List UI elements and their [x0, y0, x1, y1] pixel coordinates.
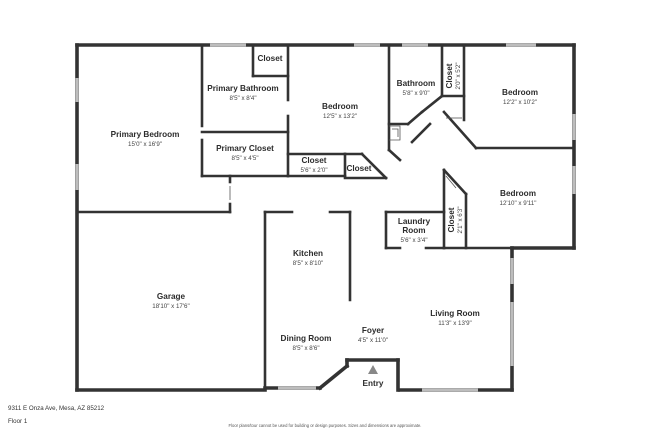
room-kitchen: Kitchen 8'5" x 8'10" [293, 249, 324, 267]
room-name: Bedroom [500, 189, 536, 198]
room-name: Closet [301, 156, 326, 165]
room-name-line1: Laundry [398, 217, 431, 226]
room-name: Foyer [362, 326, 385, 335]
room-closet-vertical-right: Closet 2'1" x 6'3" [447, 206, 464, 233]
room-laundry: Laundry Room 5'6" x 3'4" [398, 217, 431, 244]
entry-arrow-icon [368, 365, 378, 374]
room-name: Garage [157, 292, 186, 301]
entry-label: Entry [363, 379, 384, 388]
room-primary-bedroom: Primary Bedroom 15'0" x 16'9" [111, 130, 180, 148]
room-dims: 5'8" x 9'0" [402, 90, 429, 97]
room-dims: 8'5" x 8'10" [293, 260, 324, 267]
room-dims: 11'3" x 13'9" [438, 320, 471, 327]
room-dims: 8'5" x 4'5" [231, 155, 258, 162]
room-closet-vertical-top: Closet 2'0" x 5'2" [445, 62, 462, 89]
room-name: Primary Bedroom [111, 130, 180, 139]
room-dims: 18'10" x 17'6" [152, 303, 189, 310]
room-bedroom-right: Bedroom 12'10" x 9'11" [500, 189, 537, 207]
room-dims: 8'5" x 8'6" [292, 345, 319, 352]
room-name: Closet [445, 63, 454, 88]
room-name: Primary Bathroom [207, 84, 278, 93]
room-name: Living Room [430, 309, 480, 318]
room-name: Bedroom [322, 102, 358, 111]
floor-label: Floor 1 [8, 418, 28, 425]
room-bathroom: Bathroom 5'8" x 9'0" [397, 79, 436, 97]
room-garage: Garage 18'10" x 17'6" [152, 292, 189, 310]
room-dims: 5'6" x 3'4" [400, 237, 427, 244]
interior-walls [75, 43, 576, 392]
room-primary-closet: Primary Closet 8'5" x 4'5" [216, 144, 274, 162]
room-bedroom-top-right: Bedroom 12'2" x 10'2" [502, 88, 538, 106]
room-name: Closet [346, 164, 371, 173]
room-living-room: Living Room 11'3" x 13'9" [430, 309, 480, 327]
room-closet-middle: Closet 5'6" x 2'0" [300, 156, 327, 174]
room-dims: 15'0" x 16'9" [128, 141, 162, 148]
room-dining-room: Dining Room 8'5" x 8'6" [281, 334, 332, 352]
room-primary-bathroom: Primary Bathroom 8'5" x 8'4" [207, 84, 278, 102]
room-bedroom-middle: Bedroom 12'5" x 13'2" [322, 102, 358, 120]
room-dims: 12'5" x 13'2" [323, 113, 357, 120]
room-dims: 2'0" x 5'2" [455, 62, 462, 89]
room-name: Dining Room [281, 334, 332, 343]
room-dims: 12'2" x 10'2" [503, 99, 537, 106]
room-name: Primary Closet [216, 144, 274, 153]
property-address: 9311 E Onza Ave, Mesa, AZ 85212 [8, 405, 105, 412]
windows [75, 43, 576, 392]
room-dims: 12'10" x 9'11" [500, 200, 537, 207]
room-name: Kitchen [293, 249, 323, 258]
room-name: Bathroom [397, 79, 436, 88]
room-name: Closet [257, 54, 282, 63]
room-dims: 5'6" x 2'0" [300, 167, 327, 174]
room-foyer: Foyer 4'5" x 11'0" [358, 326, 388, 344]
room-closet-small: Closet [346, 164, 371, 173]
room-dims: 8'5" x 8'4" [229, 95, 256, 102]
room-name: Closet [447, 207, 456, 232]
room-closet-top: Closet [257, 54, 282, 63]
room-name-line2: Room [402, 226, 425, 235]
room-dims: 2'1" x 6'3" [457, 206, 464, 233]
room-name: Bedroom [502, 88, 538, 97]
door-details [229, 117, 462, 200]
room-dims: 4'5" x 11'0" [358, 337, 388, 344]
disclaimer: Floor plans/tour cannot be used for buil… [228, 423, 422, 428]
